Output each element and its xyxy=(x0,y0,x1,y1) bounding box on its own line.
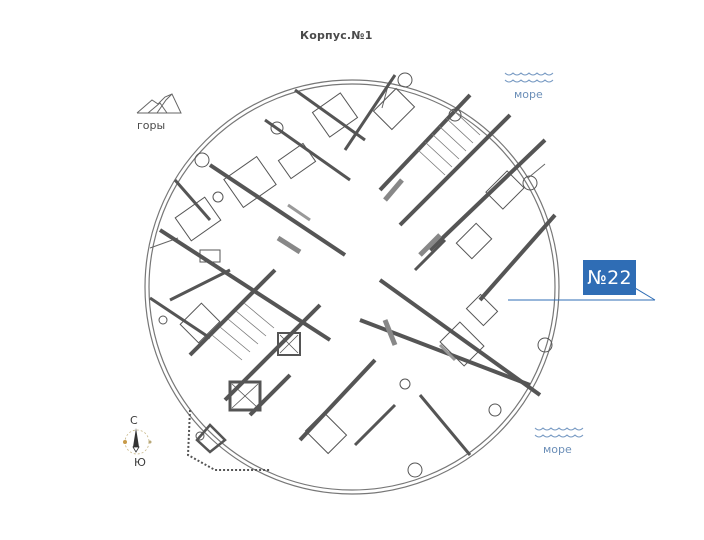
wing-northwest xyxy=(149,88,366,342)
unit-number-badge[interactable]: №22 xyxy=(583,260,636,295)
entrance-terrace xyxy=(186,409,270,471)
building-outline xyxy=(144,79,560,495)
waves-icon xyxy=(504,72,554,83)
building-title: Корпус.№1 xyxy=(300,29,373,42)
sea-label-bottom: море xyxy=(543,443,572,456)
wing-northeast xyxy=(343,72,557,302)
wing-southeast xyxy=(298,238,553,478)
mountains-label: горы xyxy=(137,119,166,132)
mountains-icon xyxy=(136,93,182,114)
waves-icon xyxy=(534,427,584,438)
compass-south-label: Ю xyxy=(134,456,146,469)
compass-icon xyxy=(123,428,152,455)
compass-north-label: С xyxy=(130,414,138,427)
sea-label-top: море xyxy=(514,88,543,101)
wing-southwest xyxy=(158,268,322,417)
